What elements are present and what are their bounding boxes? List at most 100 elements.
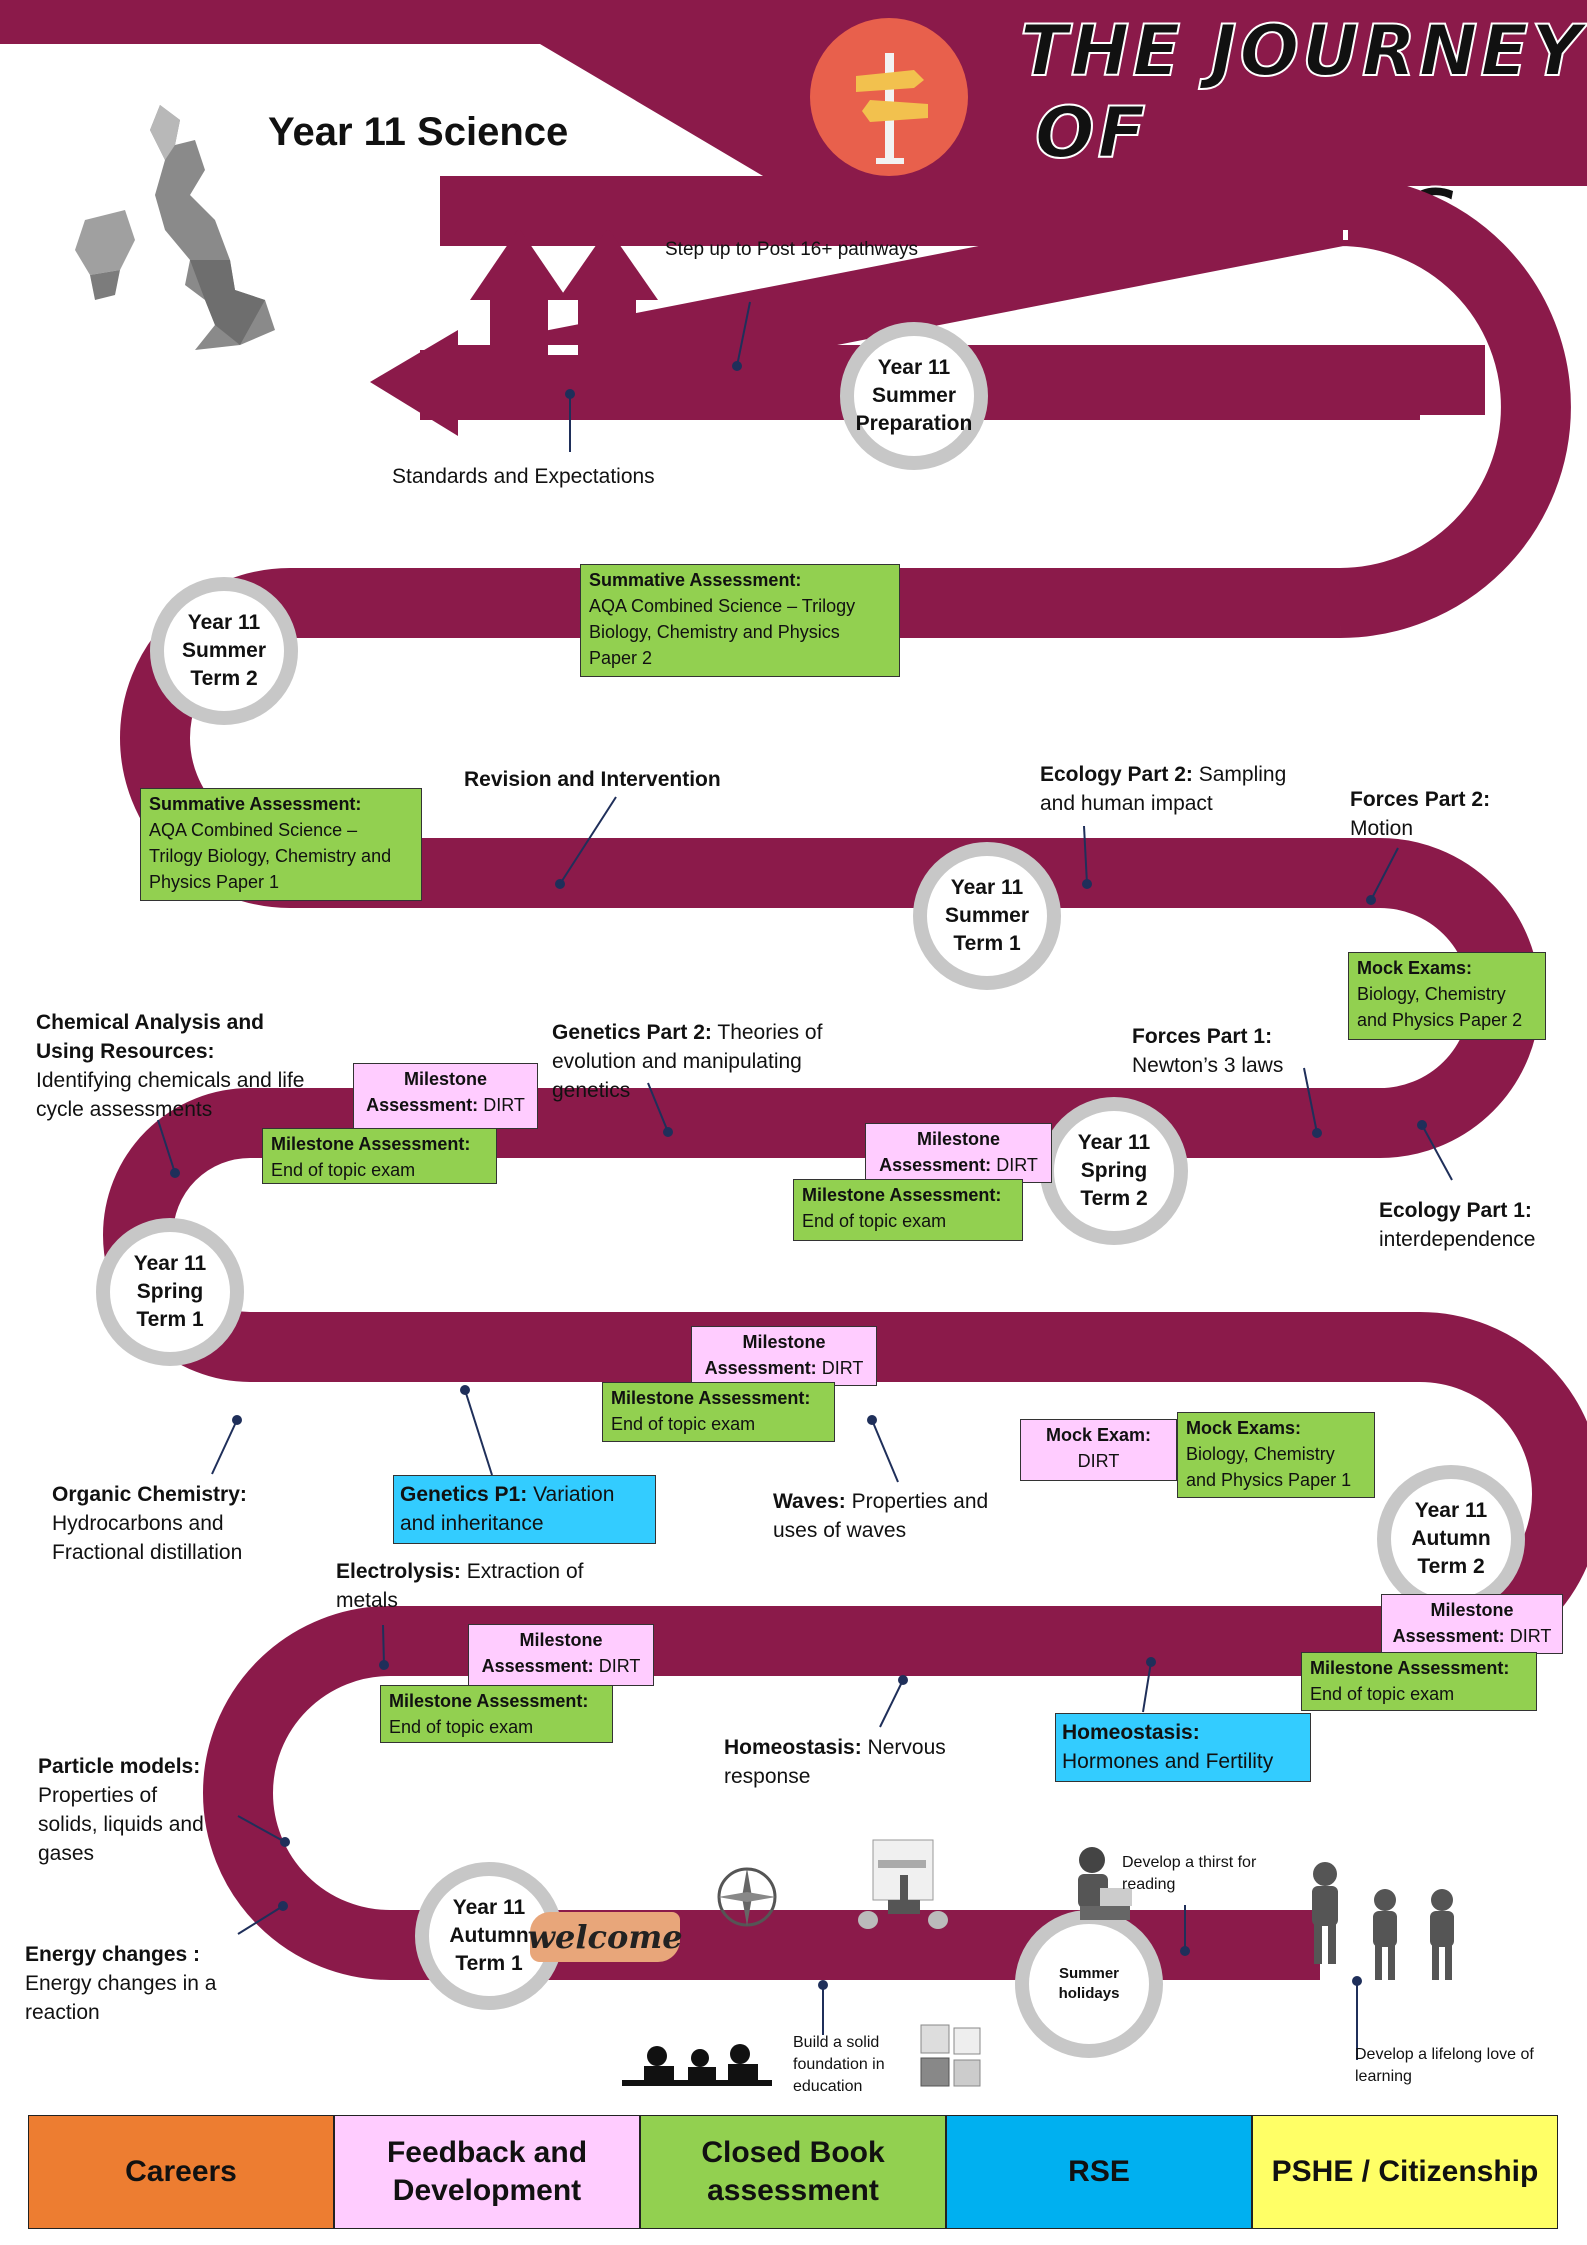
milestone-dirt-1: Milestone Assessment: DIRT xyxy=(353,1063,538,1129)
standards-label: Standards and Expectations xyxy=(392,465,655,488)
forces-2-label: Forces Part 2: Motion xyxy=(1350,785,1550,843)
forces-1-title: Forces Part 1: xyxy=(1132,1025,1273,1048)
ecology-1-label: Ecology Part 1: interdependence xyxy=(1379,1196,1579,1254)
walking-people-icon xyxy=(1312,1862,1454,1980)
welcome-text: welcome xyxy=(527,1918,683,1956)
waves-label: Waves: Properties and uses of waves xyxy=(773,1487,993,1545)
mock-exams-paper-1: Mock Exams: Biology, Chemistry and Physi… xyxy=(1177,1412,1375,1498)
legend-feedback: Feedback and Development xyxy=(334,2115,640,2229)
energy-changes-label: Energy changes : Energy changes in a reac… xyxy=(25,1940,235,2027)
genetics-1-text: Variation and inheritance xyxy=(400,1483,615,1535)
milestone-end-1-title: Milestone Assessment: xyxy=(271,1134,471,1154)
organic-text: Hydrocarbons and Fractional distillation xyxy=(52,1512,243,1564)
approved-stamp-icon xyxy=(858,1839,948,1929)
genetics-1-title: Genetics P1: xyxy=(400,1483,528,1506)
chemical-analysis-label: Chemical Analysis and Using Resources: Id… xyxy=(36,1008,326,1124)
milestone-dirt-2: Milestone Assessment: DIRT xyxy=(865,1123,1052,1183)
forces-2-text: Motion xyxy=(1350,817,1414,840)
milestone-dirt-1-text: Assessment: xyxy=(366,1095,479,1115)
lifelong-label: Develop a lifelong love of learning xyxy=(1355,2046,1534,2085)
signpost-icon xyxy=(810,18,968,176)
ecology-1-title: Ecology Part 1: xyxy=(1379,1199,1532,1222)
milestone-dirt-3-text: Assessment: xyxy=(704,1358,817,1378)
homeostasis-hormones-box: Homeostasis: Hormones and Fertility xyxy=(1055,1713,1311,1782)
mock-exams-paper-2: Mock Exams: Biology, Chemistry and Physi… xyxy=(1348,952,1546,1040)
term-circle-summer-prep: Year 11 Summer Preparation xyxy=(840,322,988,470)
milestone-dirt-2-title: Milestone xyxy=(916,1129,1000,1149)
step-up-label: Step up to Post 16+ pathways xyxy=(665,239,918,260)
energy-text: Energy changes in a reaction xyxy=(25,1972,217,2024)
milestone-end-2-title: Milestone Assessment: xyxy=(802,1185,1002,1205)
milestone-dirt-1-suffix: DIRT xyxy=(478,1095,525,1115)
summative-1-title: Summative Assessment: xyxy=(149,794,362,814)
chem-analysis-title: Chemical Analysis and Using Resources: xyxy=(36,1011,264,1063)
milestone-dirt-5-suffix: DIRT xyxy=(1504,1626,1552,1646)
connector-lines xyxy=(157,301,1453,2060)
homeo-hormones-title: Homeostasis: xyxy=(1062,1721,1200,1744)
milestone-end-1-text: End of topic exam xyxy=(271,1160,416,1180)
welcome-graphic: welcome xyxy=(527,1912,683,1962)
milestone-end-1: Milestone Assessment: End of topic exam xyxy=(262,1128,497,1184)
milestone-end-4: Milestone Assessment: End of topic exam xyxy=(380,1685,613,1743)
organic-title: Organic Chemistry: xyxy=(52,1483,247,1506)
milestone-dirt-4-title: Milestone xyxy=(519,1630,603,1650)
homeo-hormones-text: Hormones and Fertility xyxy=(1062,1750,1274,1773)
milestone-end-5-title: Milestone Assessment: xyxy=(1310,1658,1510,1678)
milestone-end-2-text: End of topic exam xyxy=(802,1211,947,1231)
homeo-nervous-title: Homeostasis: xyxy=(724,1736,862,1759)
milestone-dirt-5-title: Milestone xyxy=(1430,1600,1514,1620)
header-band xyxy=(0,0,1587,186)
legend-rse: RSE xyxy=(946,2115,1252,2229)
waves-text: Properties and uses of waves xyxy=(773,1490,989,1542)
energy-title: Energy changes : xyxy=(25,1943,201,1966)
milestone-dirt-3-suffix: DIRT xyxy=(816,1358,864,1378)
legend-careers: Careers xyxy=(28,2115,334,2229)
building-blocks-icon xyxy=(920,2024,981,2087)
milestone-end-5-text: End of topic exam xyxy=(1310,1684,1455,1704)
ecology-2-label: Ecology Part 2: Sampling and human impac… xyxy=(1040,760,1310,818)
milestone-end-3-title: Milestone Assessment: xyxy=(611,1388,811,1408)
title-line-1: THE JOURNEY xyxy=(1019,9,1585,93)
summative-2-title: Summative Assessment: xyxy=(589,570,802,590)
homeo-nervous-text: Nervous response xyxy=(724,1736,946,1788)
ecology-2-title: Ecology Part 2: xyxy=(1040,763,1193,786)
chem-analysis-text: Identifying chemicals and life cycle ass… xyxy=(36,1069,305,1121)
genetics-2-label: Genetics Part 2: Theories of evolution a… xyxy=(552,1018,852,1105)
mock-dirt-title: Mock Exam: xyxy=(1045,1425,1152,1445)
mock-2-title: Mock Exams: xyxy=(1357,958,1473,978)
milestone-dirt-2-suffix: DIRT xyxy=(991,1155,1038,1175)
foundation-label: Build a solid foundation in education xyxy=(793,2034,885,2095)
page-subject: Year 11 Science xyxy=(268,110,569,154)
forces-2-title: Forces Part 2: xyxy=(1350,788,1491,811)
milestone-end-3: Milestone Assessment: End of topic exam xyxy=(602,1382,835,1442)
forces-1-text: Newton’s 3 laws xyxy=(1132,1054,1284,1077)
genetics-1-box: Genetics P1: Variation and inheritance xyxy=(393,1475,656,1544)
term-circle-summer-holidays: Summer holidays xyxy=(1015,1910,1163,2058)
summative-assessment-paper-1: Summative Assessment: AQA Combined Scien… xyxy=(140,788,422,901)
legend-closed-book: Closed Book assessment xyxy=(640,2115,946,2229)
milestone-dirt-2-text: Assessment: xyxy=(879,1155,992,1175)
reading-person-icon xyxy=(1078,1847,1132,1920)
summative-1-text: AQA Combined Science – Trilogy Biology, … xyxy=(149,820,392,892)
milestone-dirt-1-title: Milestone xyxy=(403,1069,487,1089)
ecology-2-text: Sampling and human impact xyxy=(1040,763,1287,815)
milestone-end-3-text: End of topic exam xyxy=(611,1414,756,1434)
mock-1-text: Biology, Chemistry and Physics Paper 1 xyxy=(1186,1444,1352,1490)
particle-title: Particle models: xyxy=(38,1755,201,1778)
legend-pshe: PSHE / Citizenship xyxy=(1252,2115,1558,2229)
genetics-2-title: Genetics Part 2: xyxy=(552,1021,712,1044)
summative-2-text: AQA Combined Science – Trilogy Biology, … xyxy=(589,596,856,668)
revision-label: Revision and Intervention xyxy=(464,768,721,791)
ecology-1-text: interdependence xyxy=(1379,1228,1536,1251)
milestone-dirt-3: Milestone Assessment: DIRT xyxy=(691,1326,877,1386)
electrolysis-label: Electrolysis: Extraction of metals xyxy=(336,1557,606,1615)
milestone-dirt-4: Milestone Assessment: DIRT xyxy=(468,1624,654,1686)
milestone-dirt-4-suffix: DIRT xyxy=(593,1656,641,1676)
term-circle-spring-1: Year 11 Spring Term 1 xyxy=(96,1218,244,1366)
genetics-2-text: Theories of evolution and manipulating g… xyxy=(552,1021,823,1102)
milestone-dirt-4-text: Assessment: xyxy=(481,1656,594,1676)
particle-models-label: Particle models:Properties of solids, li… xyxy=(38,1752,218,1868)
mock-exam-dirt: Mock Exam: DIRT xyxy=(1020,1419,1177,1481)
milestone-end-5: Milestone Assessment: End of topic exam xyxy=(1301,1652,1537,1711)
compass-icon xyxy=(717,1867,777,1927)
